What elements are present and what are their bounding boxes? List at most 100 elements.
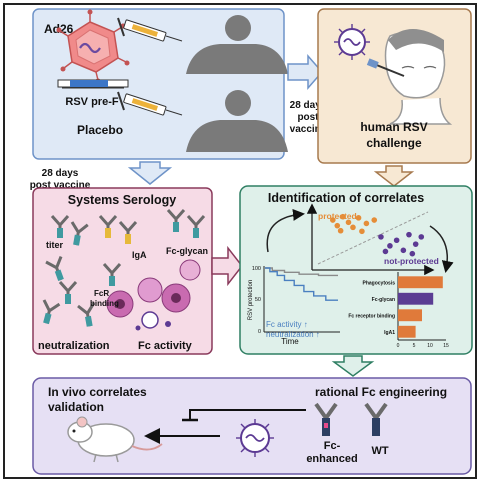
- challenge-title-line2: challenge: [366, 136, 422, 150]
- scatter-point-protected: [345, 219, 352, 226]
- nasal-dropper-icon: [366, 58, 405, 77]
- arrow-to-invivo: [331, 355, 375, 377]
- svg-text:28 days: 28 days: [290, 100, 327, 111]
- label-titer: titer: [46, 240, 64, 250]
- placebo-label: Placebo: [77, 123, 123, 137]
- challenge-title-line1: human RSV: [360, 120, 427, 134]
- scatter-point-not-protected: [393, 237, 400, 244]
- dna-insert-icon: [57, 79, 129, 89]
- curve-arrow-right: [429, 225, 454, 273]
- bar-phagocytosis: [398, 276, 443, 289]
- bar-x-tick: 5: [413, 343, 416, 349]
- arrow-serology-to-correlates: [211, 245, 243, 287]
- person-placebo-icon: [186, 90, 288, 152]
- arrow-to-challenge: [287, 54, 323, 90]
- survival-plot: 100 50 0 RSV protection Time Fc activity…: [248, 266, 340, 346]
- serology-panel: Systems Serology titer: [32, 187, 213, 355]
- bar-x-tick: 15: [443, 343, 449, 349]
- protected-label: protected: [318, 211, 357, 221]
- arrow-to-correlates: [373, 165, 415, 187]
- label-fc-glycan: Fc-glycan: [166, 246, 208, 256]
- correlates-panel: Identification of correlates protected n…: [239, 185, 473, 355]
- scatter-point-not-protected: [400, 247, 407, 254]
- scatter-point-not-protected: [406, 231, 412, 238]
- invivo-title-line1: In vivo correlates: [48, 385, 147, 399]
- survival-tick-0: 0: [258, 329, 261, 335]
- bar-label: Fc-glycan: [372, 297, 395, 303]
- mouse-icon: [67, 416, 163, 463]
- bar-fc-glycan: [398, 292, 434, 305]
- scatter-point-protected: [371, 217, 378, 223]
- scatter-point-not-protected: [418, 234, 425, 240]
- svg-text:post: post: [297, 112, 319, 123]
- rsv-virus-icon: [334, 24, 370, 60]
- scatter-point-protected: [359, 228, 365, 235]
- wt-antibody-icon: [364, 402, 388, 436]
- scatter-separator: [317, 211, 429, 265]
- wt-label: WT: [371, 445, 388, 457]
- curve-arrow-left: [266, 208, 305, 253]
- survival-legend-line2: neutralization ↑: [266, 330, 320, 339]
- bar-label: IgA1: [384, 330, 395, 336]
- scatter-point-not-protected: [378, 234, 384, 240]
- survival-xlabel: Time: [281, 337, 299, 346]
- scatter-point-protected: [355, 215, 362, 221]
- antibody-icons: [42, 209, 206, 327]
- arrow-to-serology: [127, 161, 173, 185]
- scatter-point-protected: [350, 224, 356, 231]
- bar-fc-receptor-binding: [398, 309, 422, 322]
- not-protected-label: not-protected: [384, 256, 439, 266]
- inhibition-connector: [189, 409, 306, 420]
- survival-tick-50: 50: [255, 297, 261, 303]
- bar-x-tick: 10: [427, 343, 433, 349]
- timing-right-label: 28 days post vaccine: [290, 100, 327, 135]
- scatter-point-protected: [334, 222, 341, 229]
- person-vaccinated-icon: [186, 15, 288, 74]
- survival-ylabel: RSV protection: [248, 280, 254, 320]
- bar-iga1: [398, 325, 416, 338]
- syringe-vaccine-icon: [117, 17, 183, 42]
- scatter-point-protected: [337, 227, 344, 234]
- vaccine-panel: Ad26 RSV pre-F Placebo: [32, 8, 288, 160]
- bar-label: Phagocytosis: [362, 280, 395, 286]
- rsv-virus-invivo-icon: [236, 419, 274, 457]
- syringe-placebo-icon: [117, 91, 183, 116]
- ad26-virus-icon: [56, 9, 130, 84]
- scatter-point-not-protected: [382, 248, 389, 255]
- scatter-point-not-protected: [387, 243, 393, 249]
- timing-down-label: 28 days post vaccine: [30, 168, 91, 191]
- label-iga: IgA: [132, 250, 147, 260]
- scatter-plot: protected not-protected: [306, 203, 439, 276]
- fc-enhanced-line2: enhanced: [306, 453, 357, 465]
- challenge-panel: human RSV challenge: [317, 8, 472, 164]
- survival-legend-line1: Fc activity ↑: [266, 320, 308, 329]
- invivo-title-line2: validation: [48, 400, 104, 414]
- immune-cells-icon: [106, 259, 201, 331]
- svg-text:post vaccine: post vaccine: [30, 180, 91, 191]
- serology-title: Systems Serology: [68, 193, 176, 207]
- label-fcr-line1: FcR: [94, 289, 109, 298]
- scatter-point-not-protected: [409, 250, 416, 257]
- survival-series-2: [265, 267, 338, 301]
- invivo-panel: In vivo correlates validation rational F…: [32, 377, 472, 475]
- bar-label: Fc receptor binding: [348, 313, 395, 319]
- human-head-icon: [384, 29, 453, 125]
- survival-tick-100: 100: [252, 266, 261, 272]
- svg-text:28 days: 28 days: [42, 168, 79, 179]
- scatter-point-not-protected: [412, 241, 419, 247]
- survival-series-1: [265, 267, 338, 277]
- label-fcr-line2: binding: [90, 299, 119, 308]
- scatter-point-protected: [330, 217, 336, 223]
- engineering-title: rational Fc engineering: [315, 385, 447, 399]
- svg-text:vaccine: vaccine: [290, 124, 327, 135]
- correlates-title: Identification of correlates: [268, 191, 424, 205]
- label-neutralization: neutralization: [38, 340, 110, 352]
- fc-enhanced-antibody-icon: [314, 402, 338, 436]
- scatter-point-protected: [363, 220, 370, 227]
- rsv-prefusion-label: RSV pre-F: [65, 96, 118, 108]
- label-fc-activity: Fc activity: [138, 340, 193, 352]
- scatter-point-protected: [340, 213, 346, 220]
